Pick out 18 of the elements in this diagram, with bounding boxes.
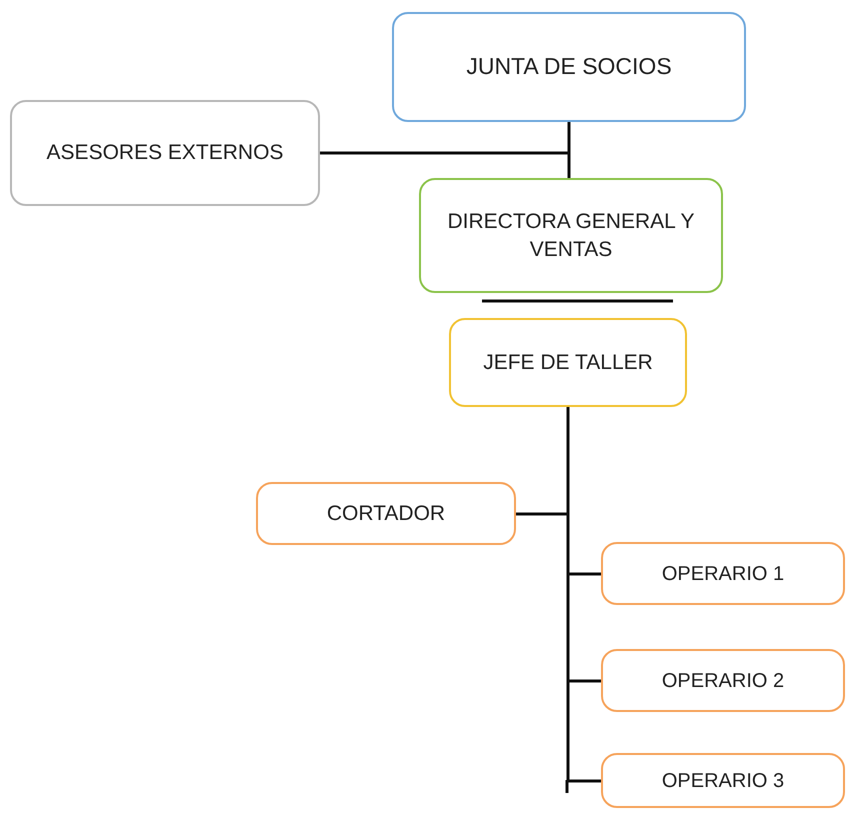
org-box xyxy=(419,178,723,293)
box-label: OPERARIO 1 xyxy=(662,562,784,586)
box-label: OPERARIO 3 xyxy=(662,768,784,794)
box-label: ASESORES EXTERNOS xyxy=(46,140,284,166)
org-box xyxy=(601,753,845,808)
box-label: JUNTA DE SOCIOS xyxy=(466,52,672,82)
box-label: JEFE DE TALLER xyxy=(483,350,653,376)
org-box xyxy=(256,482,516,545)
connector-line xyxy=(320,122,570,154)
org-box xyxy=(392,12,746,122)
box-label: DIRECTORA GENERAL Y VENTAS xyxy=(446,209,696,262)
connector-line xyxy=(566,407,601,782)
org-box xyxy=(601,542,845,605)
org-box xyxy=(10,100,320,206)
box-label: OPERARIO 2 xyxy=(662,668,784,694)
box-label: CORTADOR xyxy=(326,500,446,527)
org-box xyxy=(601,649,845,712)
org-box xyxy=(449,318,687,407)
